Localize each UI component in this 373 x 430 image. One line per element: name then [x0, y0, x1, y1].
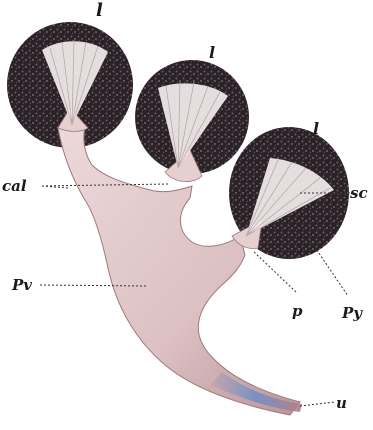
label-cal: cal [2, 177, 27, 195]
label-pv: Pv [11, 276, 32, 294]
label-lobule-right: l [313, 119, 319, 138]
label-p: p [292, 302, 303, 320]
label-lobule-top: l [96, 0, 103, 21]
label-sc: sc [350, 184, 368, 202]
label-u: u [336, 394, 347, 412]
label-lobule-middle: l [209, 43, 215, 62]
cal-leader-1 [42, 186, 68, 188]
label-py: Py [341, 304, 363, 322]
u-leader [300, 402, 335, 406]
